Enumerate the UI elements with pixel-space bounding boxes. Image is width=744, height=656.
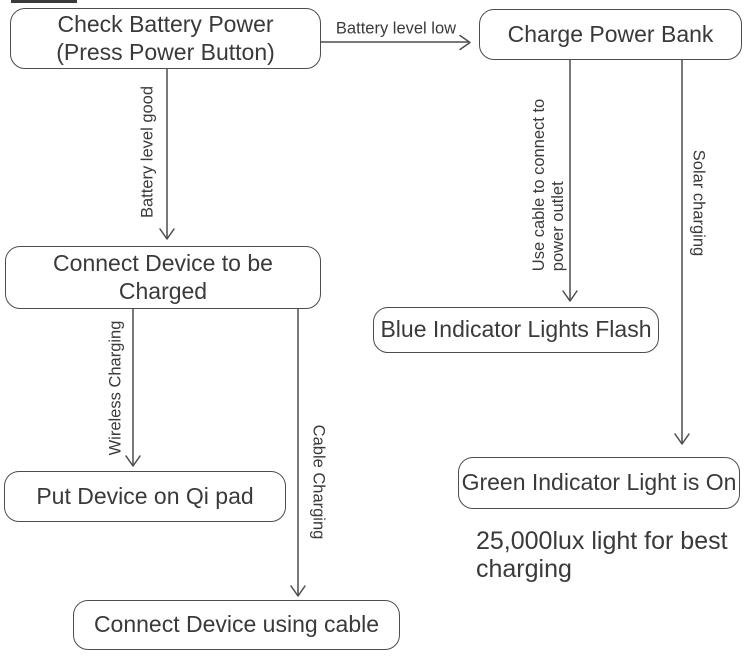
arrow-battery-good xyxy=(159,68,175,240)
node-connect-device-to-be-charged: Connect Device to be Charged xyxy=(5,246,321,309)
note-lux-recommendation: 25,000lux light for best charging xyxy=(476,527,728,583)
edge-label-battery-level-good: Battery level good xyxy=(138,85,157,219)
node-connect-device-using-cable: Connect Device using cable xyxy=(73,600,400,650)
node-blue-indicator-lights-flash: Blue Indicator Lights Flash xyxy=(373,307,659,353)
crop-artifact xyxy=(11,0,77,3)
note-line: 25,000lux light for best xyxy=(476,527,728,555)
edge-label-use-cable-power-outlet: Use cable to connect to power outlet xyxy=(530,99,568,271)
node-label-line: Check Battery Power xyxy=(57,11,274,38)
edge-label-wireless-charging: Wireless Charging xyxy=(106,320,125,456)
node-label-line: (Press Power Button) xyxy=(56,38,275,65)
node-check-battery-power: Check Battery Power (Press Power Button) xyxy=(10,8,321,69)
arrow-wireless-charging xyxy=(125,308,141,467)
arrow-cable-charging xyxy=(290,308,306,597)
arrow-solar-charging xyxy=(674,59,690,445)
node-label-line: Green Indicator Light is On xyxy=(461,469,737,496)
arrow-solar-head xyxy=(674,433,690,445)
node-label-line: Blue Indicator Lights Flash xyxy=(380,316,652,343)
note-line: charging xyxy=(476,555,572,583)
node-put-device-on-qi-pad: Put Device on Qi pad xyxy=(4,471,286,522)
edge-label-solar-charging: Solar charging xyxy=(689,149,708,257)
arrow-battery-good-head xyxy=(159,228,175,240)
edge-label-line: Use cable to connect to xyxy=(530,98,549,272)
edge-label-line: power outlet xyxy=(549,181,567,272)
node-label-line: Connect Device using cable xyxy=(93,611,380,638)
node-green-indicator-light-on: Green Indicator Light is On xyxy=(458,457,740,509)
node-charge-power-bank: Charge Power Bank xyxy=(479,9,742,60)
edge-label-cable-charging: Cable Charging xyxy=(309,424,328,540)
arrow-cable-head xyxy=(290,585,306,597)
arrow-battery-low-head xyxy=(459,34,471,51)
arrow-wireless-head xyxy=(125,455,141,467)
node-label-line: Put Device on Qi pad xyxy=(36,482,254,509)
arrow-power-outlet xyxy=(562,59,578,302)
node-label-line: Connect Device to be xyxy=(53,250,273,277)
arrow-battery-low xyxy=(320,34,471,51)
arrow-power-outlet-head xyxy=(562,290,578,302)
edge-label-battery-level-low: Battery level low xyxy=(335,19,457,38)
node-label-line: Charged xyxy=(118,277,208,304)
node-label-line: Charge Power Bank xyxy=(507,20,714,47)
